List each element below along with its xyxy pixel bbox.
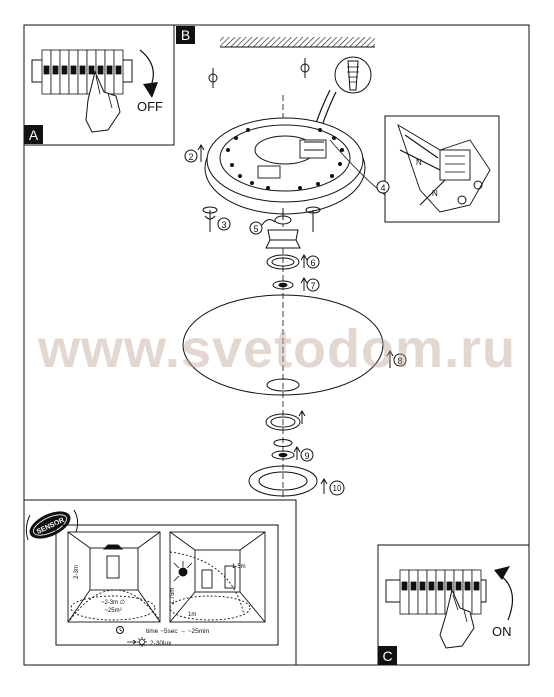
wall-plug-detail [334, 56, 372, 94]
sun-icon [137, 637, 147, 647]
drill-marks [208, 58, 310, 88]
time-text: time ~5sec → ~25min [146, 628, 210, 635]
on-label: ON [492, 624, 512, 639]
panel-c: C ON [377, 544, 530, 666]
lower-ring [265, 413, 301, 431]
decorative-cap [248, 465, 318, 497]
panel-a-frame [23, 24, 175, 146]
sensor-panel: SENSOR 2-3m ~2-3m ∅ ~25m² [23, 499, 297, 666]
step-4-label: 4 [380, 183, 385, 193]
svg-text:N: N [416, 158, 422, 167]
right-foot-label: 1m [188, 612, 196, 618]
left-range-label: ~2-3m ∅ [101, 599, 125, 606]
step-7-label: 7 [310, 281, 315, 291]
base-plate-holes [226, 128, 344, 190]
panel-c-frame [377, 544, 530, 666]
left-height-label: 2-3m [74, 565, 80, 579]
panel-c-letter-box [378, 646, 397, 665]
step-5-label: 5 [253, 224, 258, 234]
sensor-diagram-frame [55, 524, 279, 646]
panel-a: A OFF [23, 24, 175, 146]
lamp-socket [265, 208, 301, 249]
svg-text:N: N [432, 189, 438, 198]
glass-shade [182, 294, 384, 396]
lux-text: 2-30lux [150, 640, 172, 647]
retaining-ring [266, 254, 300, 270]
arrow-icon [127, 639, 137, 645]
room-left [67, 531, 161, 623]
step-3-marker [217, 217, 231, 231]
panel-b-letter-box [176, 26, 195, 44]
turn-arrow-c [499, 574, 514, 621]
turn-arrow-a [139, 49, 154, 89]
step-2-marker [184, 149, 198, 163]
off-label: OFF [137, 99, 163, 114]
step-8-marker [393, 353, 407, 367]
step-6-label: 6 [310, 258, 315, 268]
step-9-marker [300, 448, 314, 462]
breaker-row-a [41, 49, 124, 95]
wiring-detail: N N [384, 115, 500, 223]
step-10-label: 10 [333, 484, 342, 493]
step-5-marker [249, 221, 263, 235]
sensor-panel-frame [23, 499, 297, 666]
panel-b-letter: B [181, 27, 190, 43]
breaker-row-c [399, 569, 482, 615]
right-height-label: 1.75m [170, 588, 176, 605]
panel-a-letter-box [24, 125, 43, 144]
hand-c [439, 588, 475, 649]
ceiling-hatch [220, 37, 375, 47]
nut [271, 439, 295, 460]
panel-a-letter: A [29, 127, 39, 143]
step-6-marker [306, 255, 320, 269]
panel-c-letter: C [382, 648, 392, 664]
screws-step-3 [202, 206, 321, 232]
terminal-block [257, 139, 327, 179]
left-angle-label: ~25m² [104, 608, 121, 614]
step-9-label: 9 [304, 451, 309, 461]
right-range-label: 1-5m [232, 564, 246, 570]
ceiling-base-plate [204, 117, 366, 215]
step-4-marker [376, 180, 390, 194]
clock-icon [116, 626, 124, 634]
step-8-label: 8 [397, 356, 402, 366]
washer [272, 280, 294, 290]
step-3-label: 3 [221, 220, 226, 230]
room-right [169, 531, 266, 623]
step-10-marker [329, 480, 345, 496]
step-7-marker [306, 278, 320, 292]
step-2-label: 2 [188, 152, 193, 162]
sensor-badge: SENSOR [29, 511, 71, 539]
